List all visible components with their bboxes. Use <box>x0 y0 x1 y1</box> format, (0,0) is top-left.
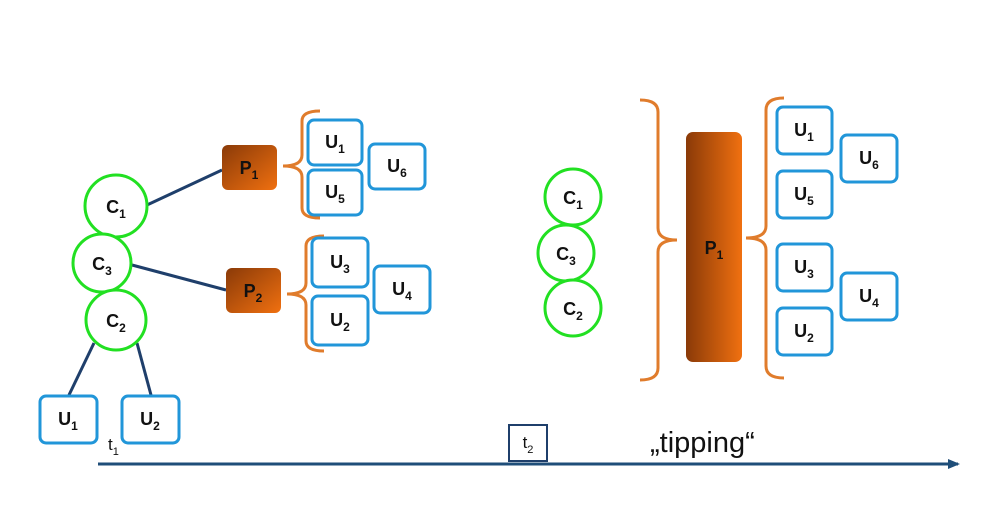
right-unit-u4: U4 <box>839 271 899 322</box>
left-consumer-c3: C3 <box>71 232 133 294</box>
right-unit-u3: U3 <box>775 242 834 293</box>
right-process-p1: P1 <box>686 132 742 362</box>
left-brace-group1 <box>282 109 321 220</box>
connector-c2-u1 <box>67 342 96 396</box>
left-bottom-unit-u2: U2 <box>120 394 181 445</box>
svg-text:U2: U2 <box>794 321 814 345</box>
left-process-p1: P1 <box>222 145 277 190</box>
right-consumer-c1: C1 <box>543 167 603 227</box>
left-brace-group2 <box>286 234 325 353</box>
svg-text:t2: t2 <box>523 433 534 456</box>
svg-text:U1: U1 <box>58 409 78 433</box>
right-unit-u6: U6 <box>839 133 899 184</box>
timeline-label-t1: t1 <box>108 435 119 458</box>
svg-text:U4: U4 <box>392 279 412 303</box>
svg-text:U3: U3 <box>330 252 350 276</box>
left-unit-u2: U2 <box>310 294 370 347</box>
svg-text:U6: U6 <box>387 156 407 180</box>
connector-c2-u2 <box>135 342 153 396</box>
right-consumer-c2: C2 <box>543 278 603 338</box>
left-unit-u5: U5 <box>306 168 364 217</box>
svg-text:C2: C2 <box>563 299 583 323</box>
timeline-marker-t2: t2 <box>508 424 548 462</box>
svg-text:U5: U5 <box>794 184 814 208</box>
svg-text:U4: U4 <box>859 286 879 310</box>
left-unit-u1: U1 <box>306 118 364 167</box>
right-brace-left <box>639 98 678 382</box>
right-consumer-c3: C3 <box>536 223 596 283</box>
right-unit-u5: U5 <box>775 169 834 220</box>
left-unit-u3: U3 <box>310 236 370 289</box>
connector-c1-p1 <box>146 168 223 207</box>
svg-text:C3: C3 <box>92 254 112 278</box>
left-process-p2: P2 <box>226 268 281 313</box>
right-unit-u1: U1 <box>775 105 834 156</box>
right-brace-right <box>745 96 785 380</box>
left-unit-u6: U6 <box>367 142 427 191</box>
left-consumer-c1: C1 <box>83 173 149 239</box>
svg-text:U1: U1 <box>325 132 345 156</box>
svg-text:C2: C2 <box>106 311 126 335</box>
svg-text:C1: C1 <box>563 188 583 212</box>
svg-text:U3: U3 <box>794 257 814 281</box>
svg-text:U5: U5 <box>325 182 345 206</box>
svg-text:U2: U2 <box>330 310 350 334</box>
svg-text:P1: P1 <box>240 158 259 182</box>
tipping-caption: „tipping“ <box>650 427 755 459</box>
left-consumer-c2: C2 <box>84 288 148 352</box>
left-unit-u4: U4 <box>372 264 432 315</box>
svg-text:P1: P1 <box>705 238 724 262</box>
svg-text:U2: U2 <box>140 409 160 433</box>
svg-text:C3: C3 <box>556 244 576 268</box>
connector-c3-p2 <box>131 263 227 292</box>
svg-text:U6: U6 <box>859 148 879 172</box>
svg-text:U1: U1 <box>794 120 814 144</box>
svg-text:C1: C1 <box>106 197 126 221</box>
left-bottom-unit-u1: U1 <box>38 394 99 445</box>
svg-text:P2: P2 <box>244 281 263 305</box>
right-unit-u2: U2 <box>775 306 834 357</box>
